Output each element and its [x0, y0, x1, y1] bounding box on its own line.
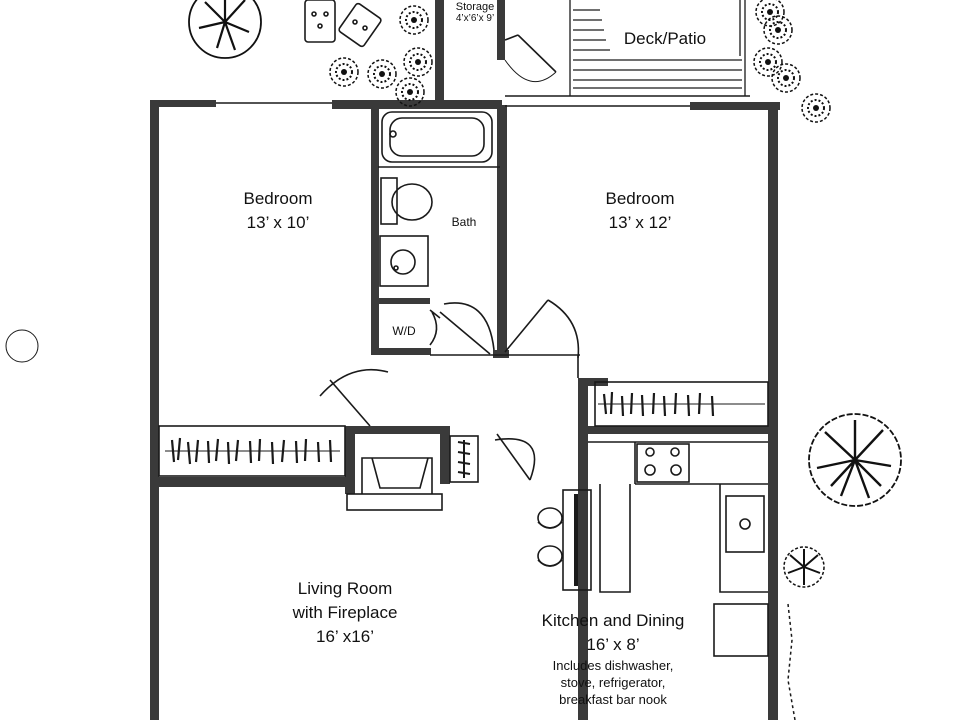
kitchen-note-2: stove, refrigerator,: [560, 675, 666, 690]
shrub-icon: [753, 47, 783, 77]
shrub-icon: [771, 63, 801, 93]
landscaping: [188, 0, 902, 588]
kitchen-sink: [725, 495, 765, 553]
stove: [636, 443, 690, 483]
shrub-icon: [403, 47, 433, 77]
toilet: [380, 177, 398, 225]
shrub-icon: [763, 15, 793, 45]
closet-right-bedroom: [594, 381, 769, 427]
kitchen-counter: [588, 441, 768, 593]
breakfast-bar: [562, 489, 592, 591]
wall-left: [150, 100, 159, 720]
closet-left-bedroom: [158, 425, 346, 477]
hall-closet: [449, 435, 479, 483]
shrub-icon: [367, 59, 397, 89]
shrub-icon: [801, 93, 831, 123]
living-room-size: 16’ x16’: [316, 627, 374, 646]
tree-icon: [808, 413, 902, 507]
kitchen-note-3: breakfast bar nook: [559, 692, 667, 707]
kitchen-name: Kitchen and Dining: [541, 611, 685, 630]
patio-chair: [338, 2, 382, 48]
tree-icon: [783, 546, 825, 588]
fixtures: [5, 0, 796, 720]
bedroom-left-size: 13’ x 10’: [246, 213, 310, 232]
bath-sink: [379, 235, 429, 287]
kitchen-note-1: Includes dishwasher,: [552, 658, 674, 673]
wall-right: [768, 104, 778, 720]
wall-center-vertical: [578, 378, 588, 698]
bathtub: [381, 111, 493, 163]
wall-bed-right-bottom: [588, 426, 774, 434]
wall-top-mid: [332, 100, 502, 109]
tree-icon: [188, 0, 262, 59]
closet-hangers-left: [170, 437, 333, 465]
wall-hall-left: [345, 426, 355, 494]
wall-left-closet-bottom: [150, 477, 350, 487]
shrub-icon: [399, 5, 429, 35]
bedroom-right-size: 13’ x 12’: [608, 213, 672, 232]
wall-hall-top: [345, 426, 441, 434]
refrigerator: [713, 603, 769, 657]
shrub-icon: [755, 0, 785, 27]
wd-label: W/D: [392, 324, 416, 338]
bedroom-left-name: Bedroom: [243, 189, 313, 208]
shrub-icon: [329, 57, 359, 87]
exterior-walls: [150, 0, 780, 720]
wall-wd-bottom: [371, 348, 431, 355]
storage-label: Storage: [455, 1, 495, 13]
wall-closet-right: [440, 426, 450, 484]
wall-bath-left: [371, 105, 379, 353]
patio-chair: [304, 0, 336, 43]
storage-size: 4’x’6’x 9’: [455, 13, 495, 24]
fireplace-hearth: [346, 493, 443, 511]
living-room-name: Living Room: [297, 579, 393, 598]
wall-storage-left: [435, 0, 444, 104]
fireplace: [361, 457, 433, 494]
living-room-name-2: with Fireplace: [292, 603, 398, 622]
bath-label: Bath: [451, 215, 477, 229]
wall-top-left: [150, 100, 216, 107]
bedroom-right-name: Bedroom: [605, 189, 675, 208]
wall-bath-right: [497, 105, 507, 355]
wall-wd-top: [375, 298, 430, 304]
wall-bath-stub: [493, 350, 509, 358]
wall-top-right: [690, 102, 780, 110]
kitchen-size: 16’ x 8’: [586, 635, 640, 654]
deck-steps: [569, 0, 746, 96]
wall-storage-right: [497, 0, 505, 60]
closet-hangers-right: [602, 391, 715, 417]
deck-label: Deck/Patio: [623, 29, 707, 48]
wall-kitchen-bottom-stub: [578, 690, 588, 720]
